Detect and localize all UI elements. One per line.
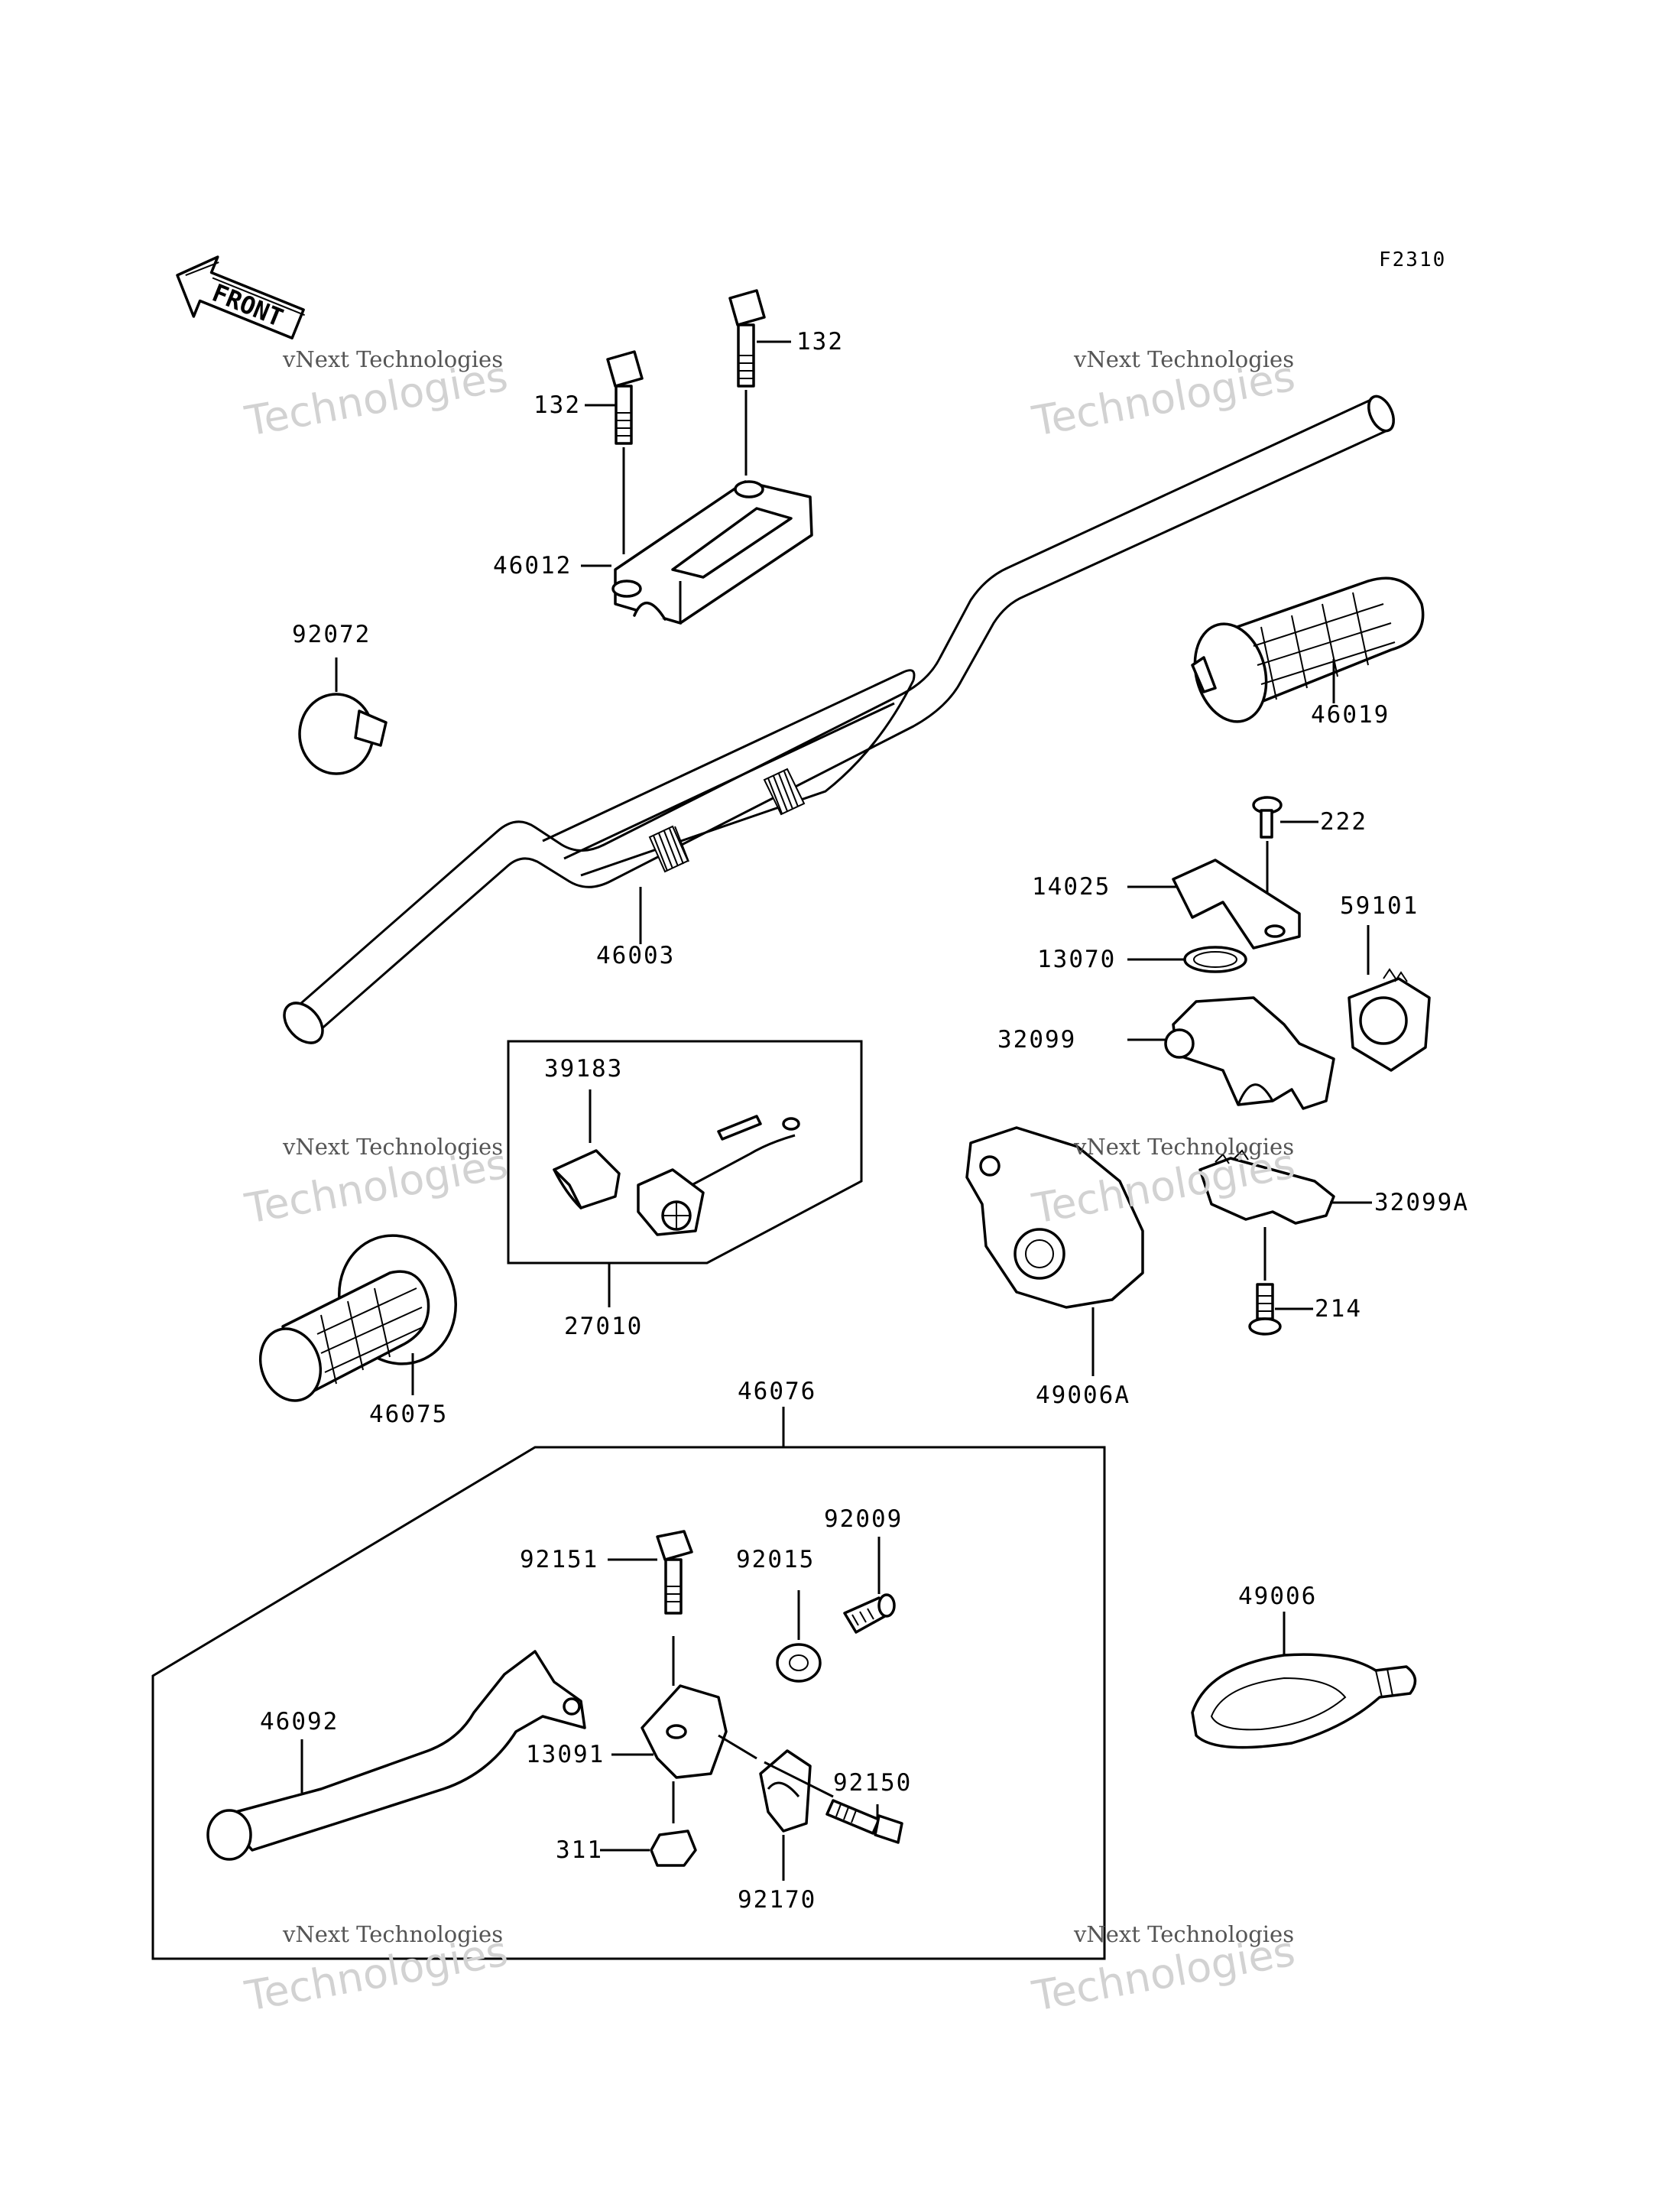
bolt-92150-icon bbox=[825, 1799, 903, 1844]
handlebar-drawing bbox=[283, 394, 1395, 1044]
label-92015: 92015 bbox=[736, 1546, 815, 1573]
label-132-right: 132 bbox=[796, 328, 844, 356]
svg-text:vNext Technologies: vNext Technologies bbox=[282, 1921, 503, 1947]
label-46019: 46019 bbox=[1311, 701, 1390, 729]
label-92009: 92009 bbox=[824, 1505, 903, 1533]
svg-text:vNext Technologies: vNext Technologies bbox=[282, 1134, 503, 1160]
bolt-92151-icon bbox=[656, 1530, 693, 1615]
watermark-top-left: Technologies vNext Technologies bbox=[241, 346, 511, 446]
holder-13091-drawing bbox=[641, 1684, 757, 1779]
cover-59101-drawing bbox=[1348, 968, 1431, 1072]
label-46003: 46003 bbox=[596, 942, 675, 969]
bolt-132-right-icon bbox=[728, 289, 766, 388]
switch-kit-box bbox=[507, 1040, 863, 1265]
bolt-214-icon bbox=[1248, 1283, 1282, 1336]
throttle-housing-32099-drawing bbox=[1164, 996, 1335, 1110]
cover-49006-drawing bbox=[1191, 1653, 1417, 1749]
adjuster-nut-92015-icon bbox=[776, 1643, 822, 1683]
screw-222-icon bbox=[1252, 796, 1283, 839]
label-92170: 92170 bbox=[738, 1886, 816, 1914]
label-46092: 46092 bbox=[260, 1708, 339, 1735]
band-13070-icon bbox=[1183, 946, 1247, 973]
svg-text:vNext Technologies: vNext Technologies bbox=[282, 346, 503, 372]
label-32099A: 32099A bbox=[1374, 1189, 1469, 1216]
label-46075: 46075 bbox=[369, 1401, 448, 1428]
front-arrow-icon: FRONT bbox=[176, 255, 305, 339]
watermark-top-right: Technologies vNext Technologies bbox=[1028, 346, 1299, 446]
label-214: 214 bbox=[1315, 1295, 1362, 1323]
svg-text:vNext Technologies: vNext Technologies bbox=[1073, 1921, 1294, 1947]
holder-14025-drawing bbox=[1172, 859, 1301, 950]
label-13091: 13091 bbox=[526, 1741, 605, 1768]
band-92072-icon bbox=[298, 693, 388, 775]
watermark-mid-left: Technologies vNext Technologies bbox=[241, 1134, 511, 1233]
label-222: 222 bbox=[1320, 808, 1367, 836]
label-49006A: 49006A bbox=[1036, 1381, 1130, 1409]
svg-text:vNext Technologies: vNext Technologies bbox=[1073, 1134, 1294, 1160]
watermark-bottom-right: Technologies vNext Technologies bbox=[1028, 1921, 1299, 2021]
label-46076: 46076 bbox=[738, 1378, 816, 1405]
housing-32099A-drawing bbox=[1198, 1149, 1335, 1225]
label-92150: 92150 bbox=[833, 1769, 912, 1797]
lever-46092-drawing bbox=[206, 1650, 586, 1861]
adjuster-bolt-92009-icon bbox=[843, 1593, 896, 1634]
label-92072: 92072 bbox=[292, 621, 371, 648]
watermark-bottom-left: Technologies vNext Technologies bbox=[241, 1921, 511, 2021]
label-32099: 32099 bbox=[997, 1026, 1076, 1054]
label-59101: 59101 bbox=[1340, 892, 1419, 920]
switch-39183-drawing bbox=[553, 1149, 621, 1209]
label-46012: 46012 bbox=[493, 552, 572, 580]
label-27010: 27010 bbox=[564, 1313, 643, 1340]
left-grip-drawing bbox=[258, 1234, 457, 1402]
label-13070: 13070 bbox=[1037, 946, 1116, 973]
label-132-left: 132 bbox=[534, 391, 581, 419]
label-39183: 39183 bbox=[544, 1055, 623, 1083]
label-14025: 14025 bbox=[1032, 873, 1111, 901]
nut-311-icon bbox=[650, 1830, 697, 1867]
label-49006: 49006 bbox=[1238, 1583, 1317, 1610]
lever-assembly-box bbox=[151, 1446, 1106, 1960]
svg-text:vNext Technologies: vNext Technologies bbox=[1073, 346, 1294, 372]
switch-27010-drawing bbox=[637, 1115, 800, 1236]
handlebar-clamp-drawing bbox=[611, 480, 813, 625]
right-grip-drawing bbox=[1191, 576, 1425, 723]
bolt-132-left-icon bbox=[606, 350, 644, 445]
label-311: 311 bbox=[556, 1836, 603, 1864]
cover-49006A-drawing bbox=[965, 1126, 1144, 1309]
part-labels: 132 132 46012 92072 46003 46019 222 1402… bbox=[260, 328, 1469, 1914]
label-92151: 92151 bbox=[520, 1546, 598, 1573]
figure-code: F2310 bbox=[1379, 248, 1446, 271]
clamp-92170-drawing bbox=[759, 1749, 812, 1833]
